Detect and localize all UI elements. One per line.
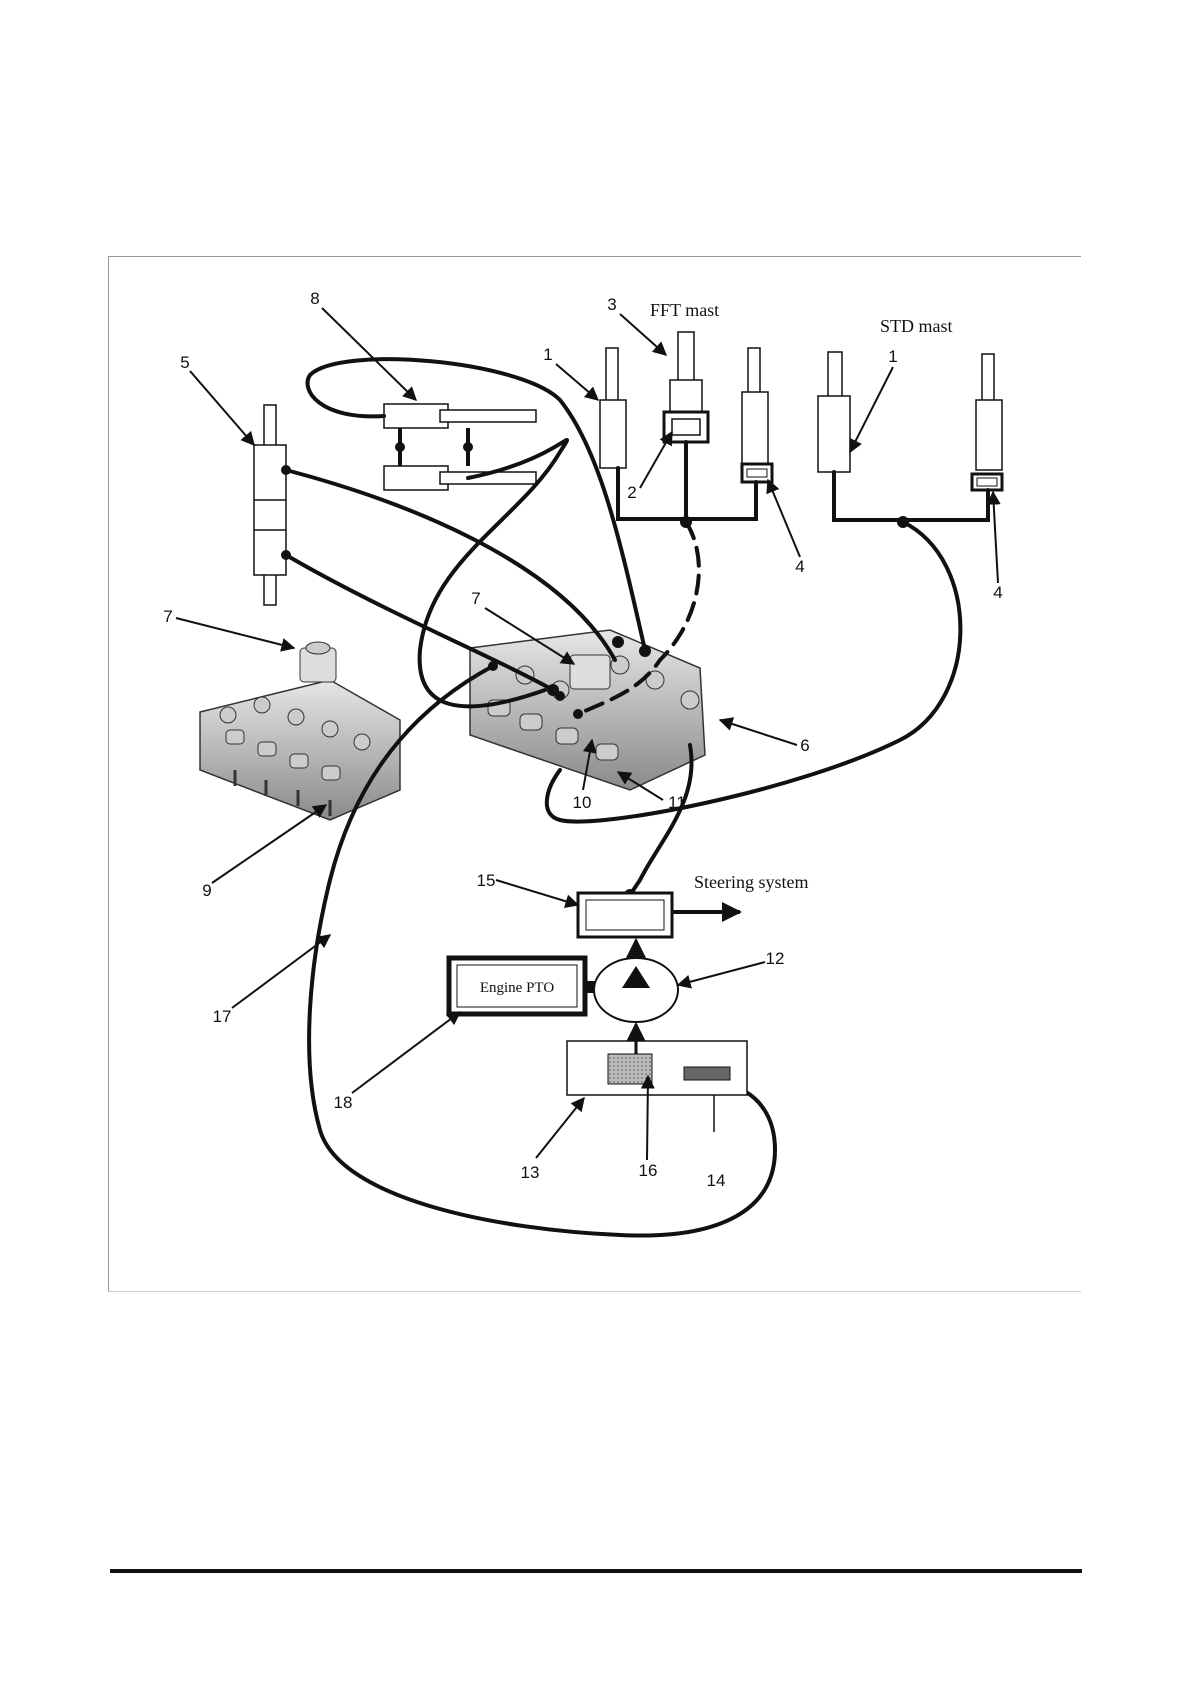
engine-pto-label: Engine PTO [480,980,554,996]
callout-5: 5 [180,353,189,372]
footer-rule [110,1569,1082,1573]
callout-7-left: 7 [163,607,172,626]
attachment-cylinders [384,404,536,490]
callout-18: 18 [334,1093,353,1112]
callout-6: 6 [800,736,809,755]
callout-13: 13 [521,1163,540,1182]
callout-14: 14 [707,1171,726,1190]
callout-11: 11 [668,793,686,812]
callout-16: 16 [639,1161,658,1180]
std-mast-cylinders [818,352,1002,528]
control-valve-small [200,642,400,820]
engine-pto-box: Engine PTO [449,958,595,1014]
callout-2: 2 [627,483,636,502]
callout-4-std: 4 [993,583,1002,602]
callout-4-fft: 4 [795,557,804,576]
fft-mast-cylinders [600,332,772,528]
steering-system-label: Steering system [694,872,809,892]
callout-7-main: 7 [471,589,480,608]
callout-1-std: 1 [888,347,897,366]
callout-8: 8 [310,289,319,308]
callout-12: 12 [766,949,785,968]
std-mast-label: STD mast [880,316,953,336]
callout-10: 10 [573,793,592,812]
tilt-cylinder [254,405,286,605]
callout-17: 17 [213,1007,232,1026]
hydraulic-tank [567,1030,747,1132]
callout-9: 9 [202,881,211,900]
callout-3: 3 [607,295,616,314]
callout-1-fft: 1 [543,345,552,364]
callout-15: 15 [477,871,496,890]
fft-mast-label: FFT mast [650,300,719,320]
priority-valve [578,893,740,937]
